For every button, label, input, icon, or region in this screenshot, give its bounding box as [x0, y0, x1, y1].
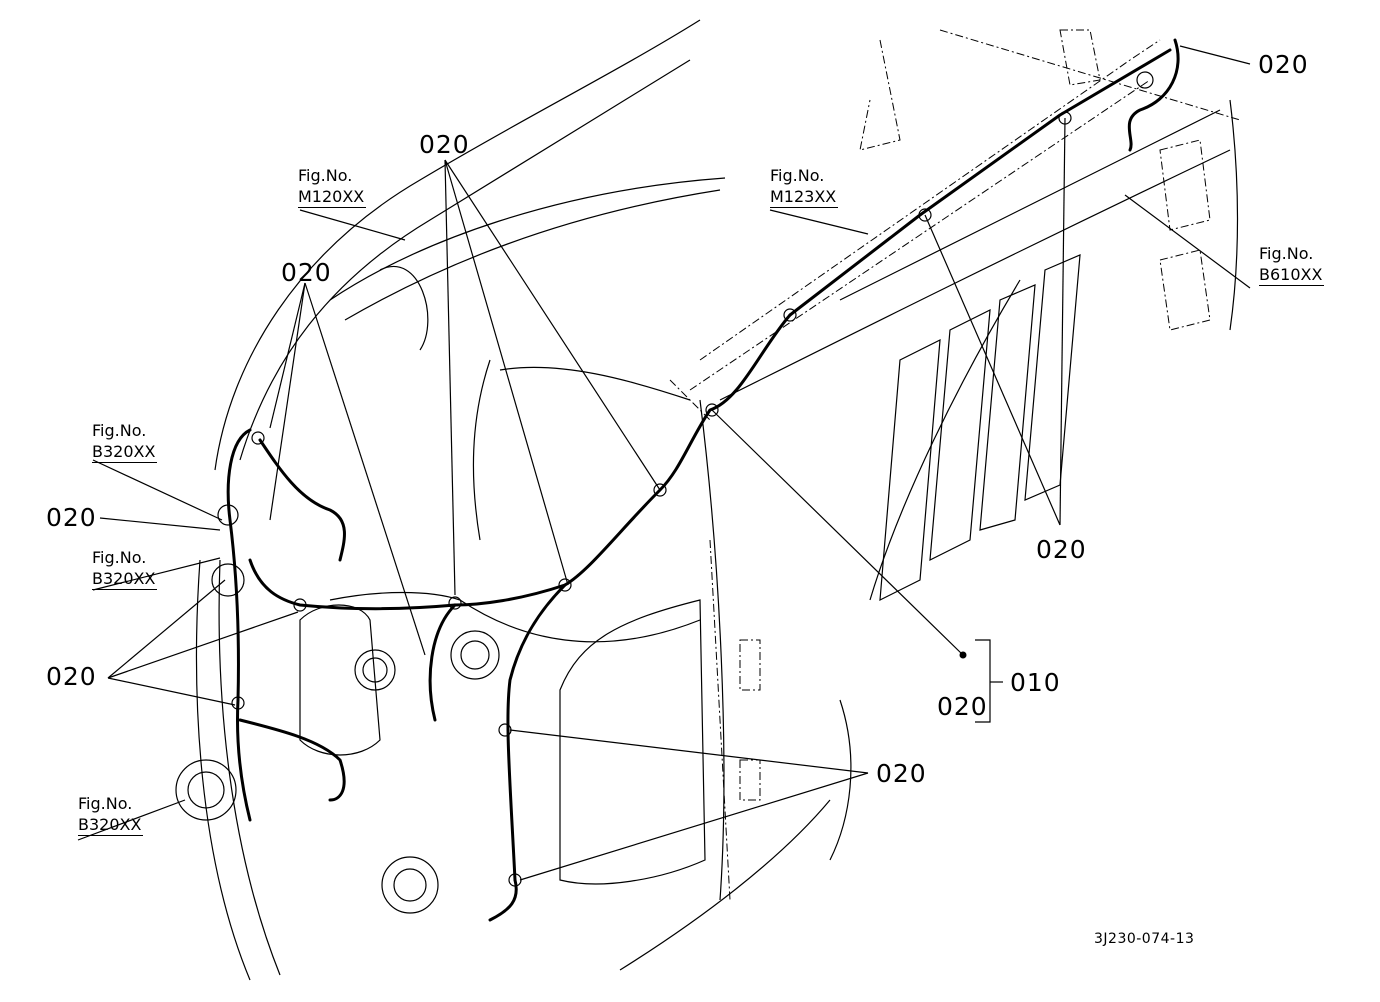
fig-ref-prefix: Fig.No.	[770, 166, 825, 185]
fig-ref-code: M120XX	[298, 187, 367, 208]
fig-ref-prefix: Fig.No.	[1259, 244, 1314, 263]
callout-020-left-lower: 020	[46, 662, 97, 691]
radiator-grille	[299, 254, 1081, 885]
fig-ref-code: B320XX	[92, 569, 158, 590]
hood-outline	[195, 19, 1239, 981]
callout-020-top-center: 020	[419, 130, 470, 159]
fig-ref-b320-upper[interactable]: Fig.No. B320XX	[92, 420, 158, 463]
fig-ref-b320-middle[interactable]: Fig.No. B320XX	[92, 547, 158, 590]
lamp-assemblies	[175, 504, 500, 914]
callout-020-right-mid: 020	[1036, 535, 1087, 564]
callout-020-bracket: 020	[937, 692, 988, 721]
fig-ref-code: B610XX	[1259, 265, 1325, 286]
callout-010-bracket: 010	[1010, 668, 1061, 697]
fig-ref-prefix: Fig.No.	[298, 166, 353, 185]
fig-ref-prefix: Fig.No.	[92, 421, 147, 440]
fig-ref-prefix: Fig.No.	[92, 548, 147, 567]
harness-wire	[226, 38, 1180, 922]
fig-ref-prefix: Fig.No.	[78, 794, 133, 813]
fig-ref-code: M123XX	[770, 187, 839, 208]
fig-ref-m123[interactable]: Fig.No. M123XX	[770, 165, 839, 208]
callout-020-left-mid: 020	[46, 503, 97, 532]
fig-ref-code: B320XX	[92, 442, 158, 463]
callout-020-top-right: 020	[1258, 50, 1309, 79]
fig-ref-m120[interactable]: Fig.No. M120XX	[298, 165, 367, 208]
callout-020-upper-left: 020	[281, 258, 332, 287]
callout-020-bottom-right: 020	[876, 759, 927, 788]
leader-lines	[77, 45, 1251, 881]
fig-ref-b320-lower[interactable]: Fig.No. B320XX	[78, 793, 144, 836]
figure-id: 3J230-074-13	[1094, 931, 1195, 947]
fig-ref-code: B320XX	[78, 815, 144, 836]
frame-dashed-outline	[669, 29, 1241, 901]
fig-ref-b610[interactable]: Fig.No. B610XX	[1259, 243, 1325, 286]
